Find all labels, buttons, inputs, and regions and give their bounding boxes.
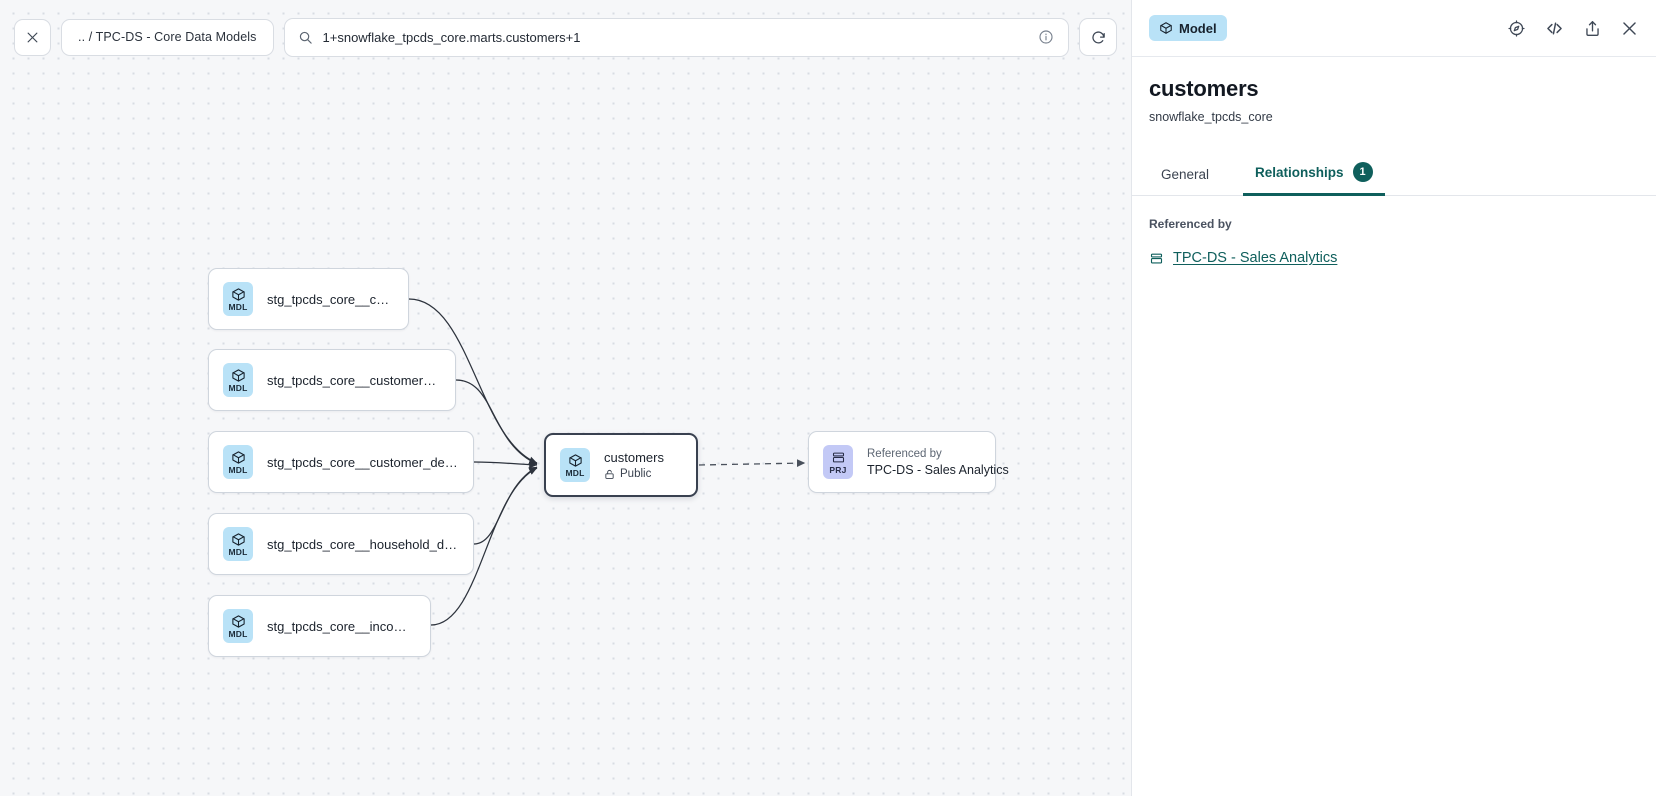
- graph-node-upstream[interactable]: MDL stg_tpcds_core__customer_demogra…: [208, 431, 474, 493]
- cube-icon: [568, 453, 582, 467]
- panel-title-block: customers snowflake_tpcds_core: [1132, 57, 1656, 124]
- node-access-label: Public: [620, 468, 652, 480]
- model-badge: MDL: [223, 527, 253, 561]
- model-badge-label: MDL: [228, 382, 248, 393]
- node-text: Referenced by TPC-DS - Sales Analytics: [867, 447, 1009, 477]
- panel-action-bar: [1507, 18, 1639, 39]
- tab-general-label: General: [1161, 167, 1210, 182]
- panel-tabs: General Relationships 1: [1132, 153, 1656, 196]
- cube-icon: [231, 450, 245, 464]
- close-icon: [27, 32, 38, 42]
- graph-node-upstream[interactable]: MDL stg_tpcds_core__household_demogr…: [208, 513, 474, 575]
- entity-type-chip: Model: [1149, 15, 1227, 41]
- explore-icon[interactable]: [1507, 19, 1526, 38]
- code-icon[interactable]: [1544, 18, 1565, 39]
- node-label: stg_tpcds_core__customer_demogra…: [267, 454, 459, 470]
- tab-general[interactable]: General: [1149, 158, 1221, 196]
- node-text: customers Public: [604, 450, 664, 480]
- model-badge-label: MDL: [228, 301, 248, 312]
- tab-relationships[interactable]: Relationships 1: [1243, 153, 1385, 196]
- model-badge-label: MDL: [228, 464, 248, 475]
- close-icon[interactable]: [1620, 19, 1639, 38]
- tab-relationships-count: 1: [1352, 162, 1373, 182]
- graph-node-focus-customers[interactable]: MDL customers Public: [544, 433, 698, 497]
- cube-icon: [1160, 22, 1172, 34]
- graph-node-downstream-project[interactable]: PRJ Referenced by TPC-DS - Sales Analyti…: [808, 431, 1009, 493]
- node-label: stg_tpcds_core__income_band: [267, 618, 416, 634]
- model-badge-label: MDL: [228, 546, 248, 557]
- refresh-button[interactable]: [1079, 18, 1117, 56]
- lineage-canvas[interactable]: MDL stg_tpcds_core__customer MDL stg_tpc…: [0, 0, 1131, 796]
- graph-node-upstream[interactable]: MDL stg_tpcds_core__customer: [208, 268, 409, 330]
- node-text: stg_tpcds_core__income_band: [267, 619, 416, 634]
- project-icon: [832, 452, 844, 462]
- node-text: stg_tpcds_core__customer_demogra…: [267, 455, 459, 470]
- page-title: customers: [1149, 76, 1259, 101]
- model-badge: MDL: [223, 445, 253, 479]
- project-badge-label: PRJ: [829, 464, 847, 475]
- cube-icon: [231, 368, 245, 382]
- node-label: stg_tpcds_core__customer_address: [267, 372, 441, 388]
- node-text: stg_tpcds_core__customer_address: [267, 373, 441, 388]
- graph-node-upstream[interactable]: MDL stg_tpcds_core__income_band: [208, 595, 431, 657]
- tab-relationships-label: Relationships: [1255, 164, 1344, 180]
- model-badge-label: MDL: [565, 467, 585, 478]
- node-access: Public: [604, 468, 664, 480]
- node-kicker: Referenced by: [867, 447, 942, 460]
- entity-type-label: Model: [1179, 20, 1217, 36]
- lineage-toolbar: .. / TPC-DS - Core Data Models: [0, 0, 1131, 74]
- model-badge: MDL: [560, 448, 590, 482]
- node-label: TPC-DS - Sales Analytics: [867, 462, 1009, 477]
- info-circle-icon[interactable]: [1038, 29, 1054, 45]
- model-badge: MDL: [223, 363, 253, 397]
- details-panel: Model: [1131, 0, 1656, 796]
- lock-icon: [605, 469, 614, 479]
- search-icon: [299, 31, 312, 44]
- search-input[interactable]: [322, 29, 1028, 45]
- project-icon: [1150, 253, 1163, 263]
- list-item[interactable]: TPC-DS - Sales Analytics: [1149, 250, 1639, 266]
- node-label: stg_tpcds_core__household_demogr…: [267, 536, 459, 552]
- section-label-referenced-by: Referenced by: [1149, 217, 1232, 231]
- project-badge: PRJ: [823, 445, 853, 479]
- node-label: customers: [604, 450, 664, 465]
- panel-subtitle: snowflake_tpcds_core: [1149, 110, 1273, 124]
- lineage-edges: [408, 298, 806, 626]
- lineage-search-box[interactable]: [283, 17, 1069, 57]
- node-text: stg_tpcds_core__household_demogr…: [267, 537, 459, 552]
- graph-node-upstream[interactable]: MDL stg_tpcds_core__customer_address: [208, 349, 456, 411]
- cube-icon: [231, 532, 245, 546]
- details-panel-header: Model: [1132, 0, 1656, 57]
- model-badge: MDL: [223, 282, 253, 316]
- close-lineage-button[interactable]: [14, 18, 51, 56]
- cube-icon: [231, 287, 245, 301]
- node-text: stg_tpcds_core__customer: [267, 292, 394, 307]
- cube-icon: [231, 614, 245, 628]
- reference-link[interactable]: TPC-DS - Sales Analytics: [1173, 250, 1338, 266]
- relationships-content: Referenced by TPC-DS - Sales Analytics: [1132, 196, 1656, 266]
- share-icon[interactable]: [1583, 19, 1602, 38]
- refresh-icon: [1091, 30, 1105, 43]
- node-label: stg_tpcds_core__customer: [267, 291, 394, 307]
- model-badge-label: MDL: [228, 628, 248, 639]
- model-badge: MDL: [223, 609, 253, 643]
- breadcrumb[interactable]: .. / TPC-DS - Core Data Models: [61, 18, 274, 56]
